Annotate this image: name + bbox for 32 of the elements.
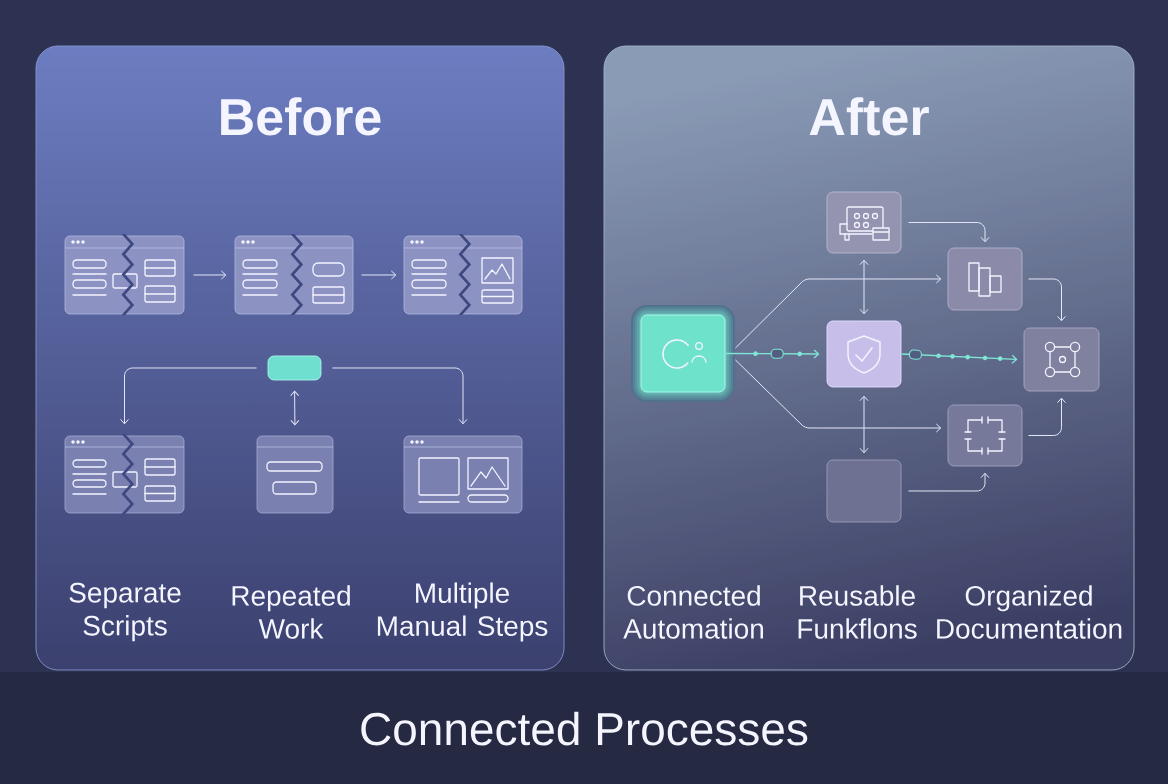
caption-text: Connected Automation [623, 585, 763, 639]
caption-text: Repeated Work [232, 585, 350, 639]
window-picture [403, 234, 523, 315]
panel-heading: Before [221, 97, 381, 136]
window-picture [64, 434, 185, 514]
window-picture [64, 234, 185, 315]
arrow [907, 222, 990, 243]
arrow [331, 367, 468, 425]
pill-shape [267, 355, 322, 381]
caption-text: Multiple Manual Steps [377, 582, 548, 642]
arrow [120, 367, 258, 425]
double-arrow [290, 390, 300, 426]
arrow [734, 359, 942, 433]
arrow [907, 472, 990, 492]
window-picture [234, 234, 354, 315]
caption-text: Organized Documentation [937, 585, 1122, 639]
arrow [900, 349, 1018, 364]
arrow [734, 274, 942, 349]
arrow [360, 270, 397, 280]
title: Connected Processes [361, 711, 808, 746]
arrow [1027, 397, 1066, 436]
window-picture [256, 435, 334, 514]
rounded-box [826, 459, 902, 523]
window-picture [403, 435, 523, 514]
panel-heading: After [809, 97, 929, 136]
arrow [724, 348, 820, 359]
arrow [1027, 278, 1066, 322]
arrow [192, 270, 227, 280]
caption-text: Reusable Funkflons [798, 585, 917, 639]
double-arrow [859, 395, 869, 454]
double-arrow [859, 259, 869, 315]
caption-text: Separate Scripts [69, 582, 181, 642]
